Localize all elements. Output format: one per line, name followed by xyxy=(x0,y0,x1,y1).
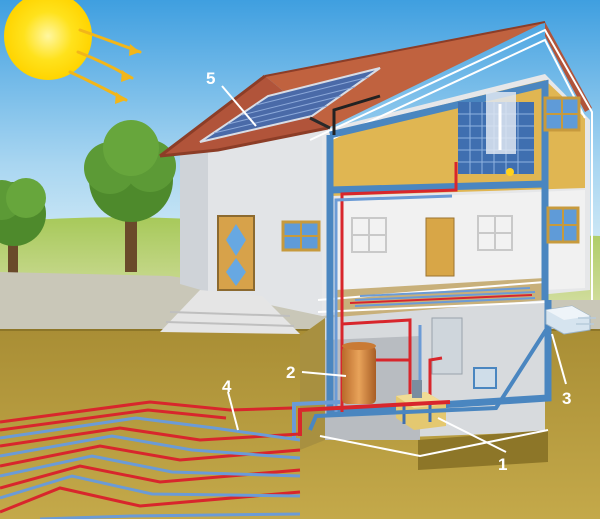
window xyxy=(281,220,321,252)
ground-heat-collector xyxy=(0,400,301,519)
floor-heating-loop xyxy=(349,294,533,304)
solar-panel-icon xyxy=(199,67,381,143)
window xyxy=(351,217,387,253)
callout-label-1: 1 xyxy=(498,455,507,474)
storage-tank-icon xyxy=(342,342,410,404)
callout-label-5: 5 xyxy=(206,69,215,88)
window xyxy=(543,96,581,132)
floor-heating-loop xyxy=(354,287,536,307)
pipe-black xyxy=(332,94,381,135)
outdoor-unit-icon xyxy=(545,305,596,335)
door-icon xyxy=(425,217,455,277)
entrance-steps xyxy=(160,290,300,334)
door-icon xyxy=(431,317,463,375)
pipe-hot xyxy=(340,162,458,412)
window xyxy=(546,206,580,244)
ground-loop-feed xyxy=(292,328,548,438)
callout-lines xyxy=(221,85,567,453)
tree-icon xyxy=(84,120,176,272)
cutaway-frame xyxy=(309,28,593,458)
controller-box xyxy=(473,367,497,389)
tree-icon xyxy=(0,178,46,277)
callout-label-4: 4 xyxy=(222,377,232,396)
shower-icon xyxy=(458,92,534,176)
door-icon xyxy=(217,215,255,291)
window xyxy=(477,215,513,251)
callout-label-2: 2 xyxy=(286,363,295,382)
sun-icon xyxy=(4,0,142,104)
callout-label-3: 3 xyxy=(562,389,571,408)
